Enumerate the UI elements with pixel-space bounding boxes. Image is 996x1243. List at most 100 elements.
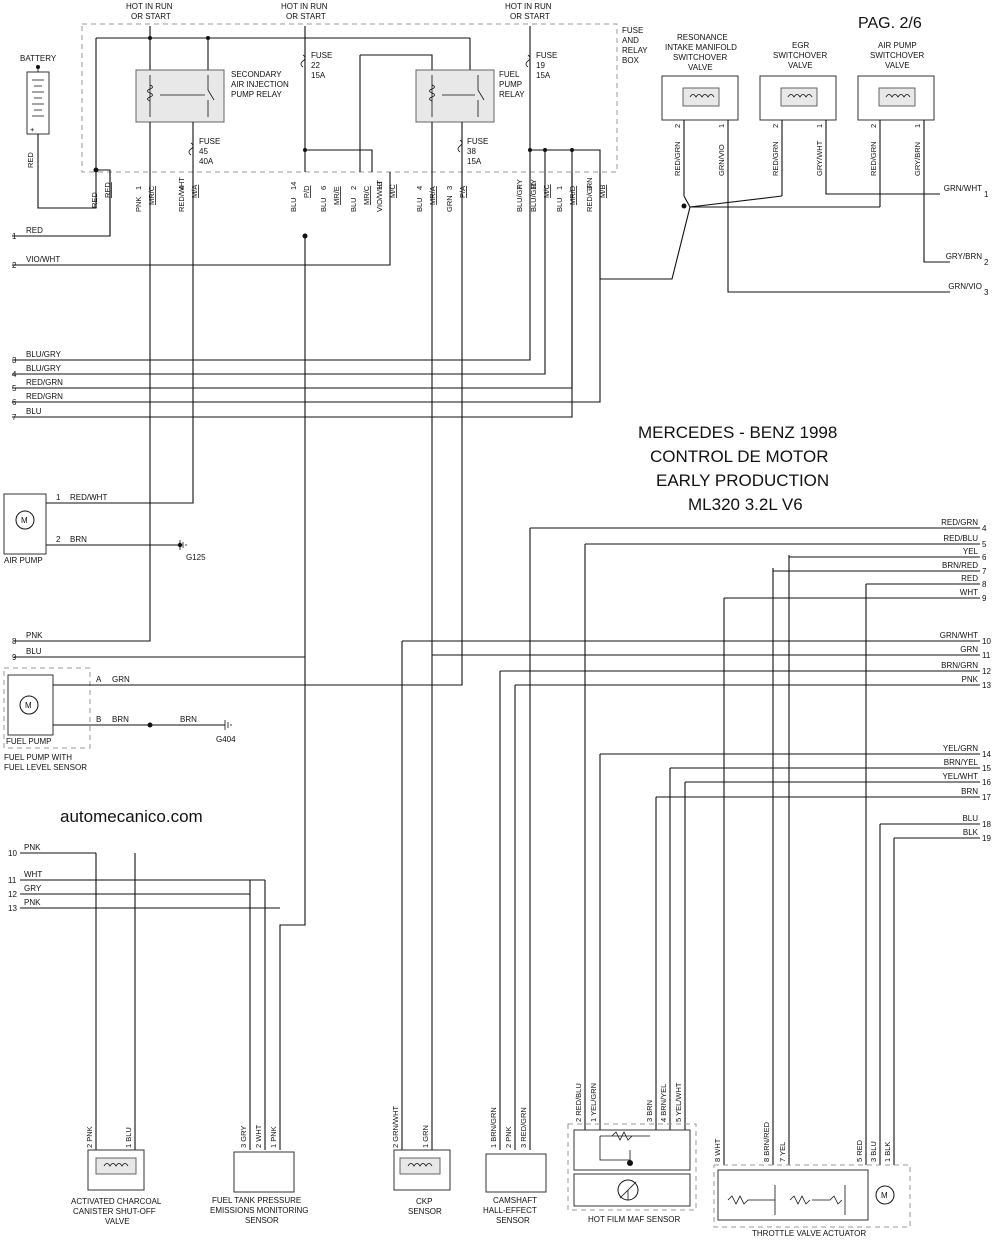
fuse-pin-color: BLU/GRY <box>529 179 538 212</box>
wire-number: 1 <box>12 232 17 241</box>
svg-text:1: 1 <box>56 493 61 502</box>
svg-text:FUSE: FUSE <box>311 51 332 60</box>
svg-text:CKP: CKP <box>416 1197 432 1206</box>
fuse-45: FUSE 45 40A <box>199 137 220 166</box>
svg-text:M: M <box>21 516 28 525</box>
svg-text:15A: 15A <box>467 157 482 166</box>
left-wires-top: 1RED2VIO/WHT3BLU/GRY4BLU/GRY5RED/GRN6RED… <box>12 172 601 422</box>
svg-text:AIR PUMP: AIR PUMP <box>878 41 917 50</box>
svg-text:BOX: BOX <box>622 56 640 65</box>
fuse-pin-number: 11 <box>529 182 538 190</box>
left-wire-13: 13 PNK <box>8 898 280 913</box>
svg-text:AND: AND <box>622 36 639 45</box>
ground-g404: G404 <box>216 735 236 744</box>
svg-text:HOT IN RUN: HOT IN RUN <box>281 2 328 11</box>
svg-text:VALVE: VALVE <box>688 63 713 72</box>
fuse-pin-color: BLU <box>349 197 358 212</box>
wire-number: 8 <box>982 580 987 589</box>
wire-number: 2 <box>984 258 989 267</box>
maf-pin-1: 1 YEL/GRN <box>589 1083 598 1122</box>
svg-text:INTAKE MANIFOLD: INTAKE MANIFOLD <box>665 43 737 52</box>
fuse-pin-number: 2 <box>349 186 358 190</box>
wire-color: BLU/GRY <box>26 350 62 359</box>
wire-number: 9 <box>982 594 987 603</box>
svg-text:FUSE: FUSE <box>199 137 220 146</box>
fuse-pin-term: MR/C <box>147 185 156 205</box>
wire-number: 18 <box>982 820 991 829</box>
fuel-tank-pressure-sensor: FUEL TANK PRESSURE EMISSIONS MONITORING … <box>210 1151 309 1225</box>
component-pin: 1 BRN/GRN <box>489 1107 498 1148</box>
valve-pin-color: GRY/WHT <box>815 140 824 176</box>
left-wire-2: 2 VIO/WHT <box>12 172 391 270</box>
svg-text:EGR: EGR <box>792 41 810 50</box>
svg-text:OR START: OR START <box>131 12 171 21</box>
wire-number: 4 <box>12 370 17 379</box>
throttle-pin-3: 5 RED <box>855 1139 864 1162</box>
fuel_tank-pin-0: 3 GRY <box>239 1126 248 1148</box>
svg-text:SWITCHOVER: SWITCHOVER <box>870 51 924 60</box>
wire-color: PNK <box>26 631 43 640</box>
svg-text:AIR INJECTION: AIR INJECTION <box>231 80 289 89</box>
valve-pin-color: RED/GRN <box>673 141 682 176</box>
wire-color: BLU <box>962 814 978 823</box>
fuse-pin-term: M/B <box>598 185 607 198</box>
wire-number: 5 <box>12 384 17 393</box>
valve-pin-number: 1 <box>815 124 824 128</box>
wire-color: BRN/YEL <box>944 758 979 767</box>
battery-label: BATTERY <box>20 54 57 63</box>
wire-color: BLU/GRY <box>26 364 62 373</box>
wire-number: 13 <box>8 904 17 913</box>
wire-color: RED/GRN <box>941 518 978 527</box>
svg-text:OR START: OR START <box>286 12 326 21</box>
wire-number: 3 <box>12 356 17 365</box>
component-pin: 2 WHT <box>254 1124 263 1148</box>
ckp-pin-0: 2 GRN/WHT <box>391 1106 400 1149</box>
fuel-pump-relay <box>415 69 495 123</box>
camshaft-pin-2: 3 RED/GRN <box>519 1107 528 1148</box>
wire-number: 12 <box>982 667 991 676</box>
maf-pin-3: 4 BRN/YEL <box>659 1084 668 1122</box>
fuel-pump-motor-icon <box>19 695 39 715</box>
wire-color: PNK <box>24 898 41 907</box>
fuse-pin-term: P/D <box>302 185 311 198</box>
wire-color: BRN/RED <box>942 561 978 570</box>
maf-pin-4: 5 YEL/WHT <box>674 1082 683 1122</box>
valve-pin-number: 2 <box>673 124 682 128</box>
valve-pin-number: 2 <box>869 124 878 128</box>
svg-text:45: 45 <box>199 147 208 156</box>
valve-pin-number: 1 <box>913 124 922 128</box>
wire-number: 12 <box>8 890 17 899</box>
component-pin: 2 GRN/WHT <box>391 1106 400 1149</box>
wire-number: 5 <box>982 540 987 549</box>
air-pump-label: AIR PUMP <box>4 556 43 565</box>
svg-text:BRN: BRN <box>180 715 197 724</box>
fuse-pin-color: VIO/WHT <box>375 180 384 212</box>
fuse-pin-color: PNK <box>134 197 143 212</box>
svg-text:FUSE: FUSE <box>622 26 643 35</box>
fuse-pin-term: M/A <box>190 185 199 198</box>
svg-text:ML320 3.2L V6: ML320 3.2L V6 <box>688 495 803 514</box>
svg-text:BRN: BRN <box>70 535 87 544</box>
secondary-air-relay <box>135 69 225 123</box>
svg-text:BRN: BRN <box>112 715 129 724</box>
throttle-valve-actuator: M THROTTLE VALVE ACTUATOR <box>713 1164 911 1238</box>
